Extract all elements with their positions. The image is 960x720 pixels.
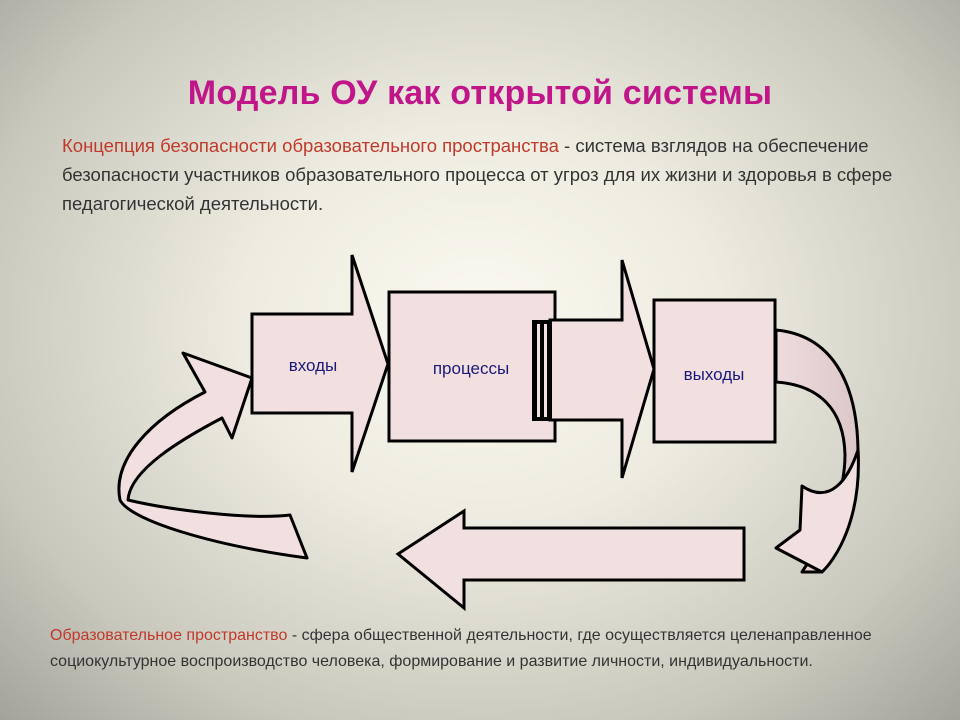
definition-paragraph: Образовательное пространство - сфера общ… — [50, 623, 910, 675]
processes-box — [387, 290, 557, 443]
arrow-tail-bar-outer — [532, 320, 552, 421]
definition-text: - сфера общественной деятельности, где о… — [50, 627, 872, 670]
outputs-label: выходы — [684, 365, 745, 384]
concept-text: - система взглядов на обеспечение безопа… — [62, 135, 893, 214]
output-curve-arrowhead — [774, 448, 860, 574]
arrow-tail-bar-gap-1 — [537, 324, 540, 417]
outputs-box — [652, 298, 777, 444]
arrow-tail-bar-gap-2 — [544, 324, 547, 417]
feedback-curve-arrow-left — [117, 351, 309, 560]
concept-paragraph: Концепция безопасности образовательного … — [62, 131, 902, 218]
definition-term: Образовательное пространство — [50, 627, 288, 644]
processes-label: процессы — [433, 359, 509, 378]
inputs-arrow — [250, 254, 390, 473]
concept-term: Концепция безопасности образовательного … — [62, 135, 559, 156]
return-arrow-bottom — [395, 508, 746, 612]
processes-to-outputs-arrow — [548, 259, 656, 479]
slide-title: Модель ОУ как открытой системы — [187, 74, 773, 112]
inputs-label: входы — [289, 356, 338, 375]
